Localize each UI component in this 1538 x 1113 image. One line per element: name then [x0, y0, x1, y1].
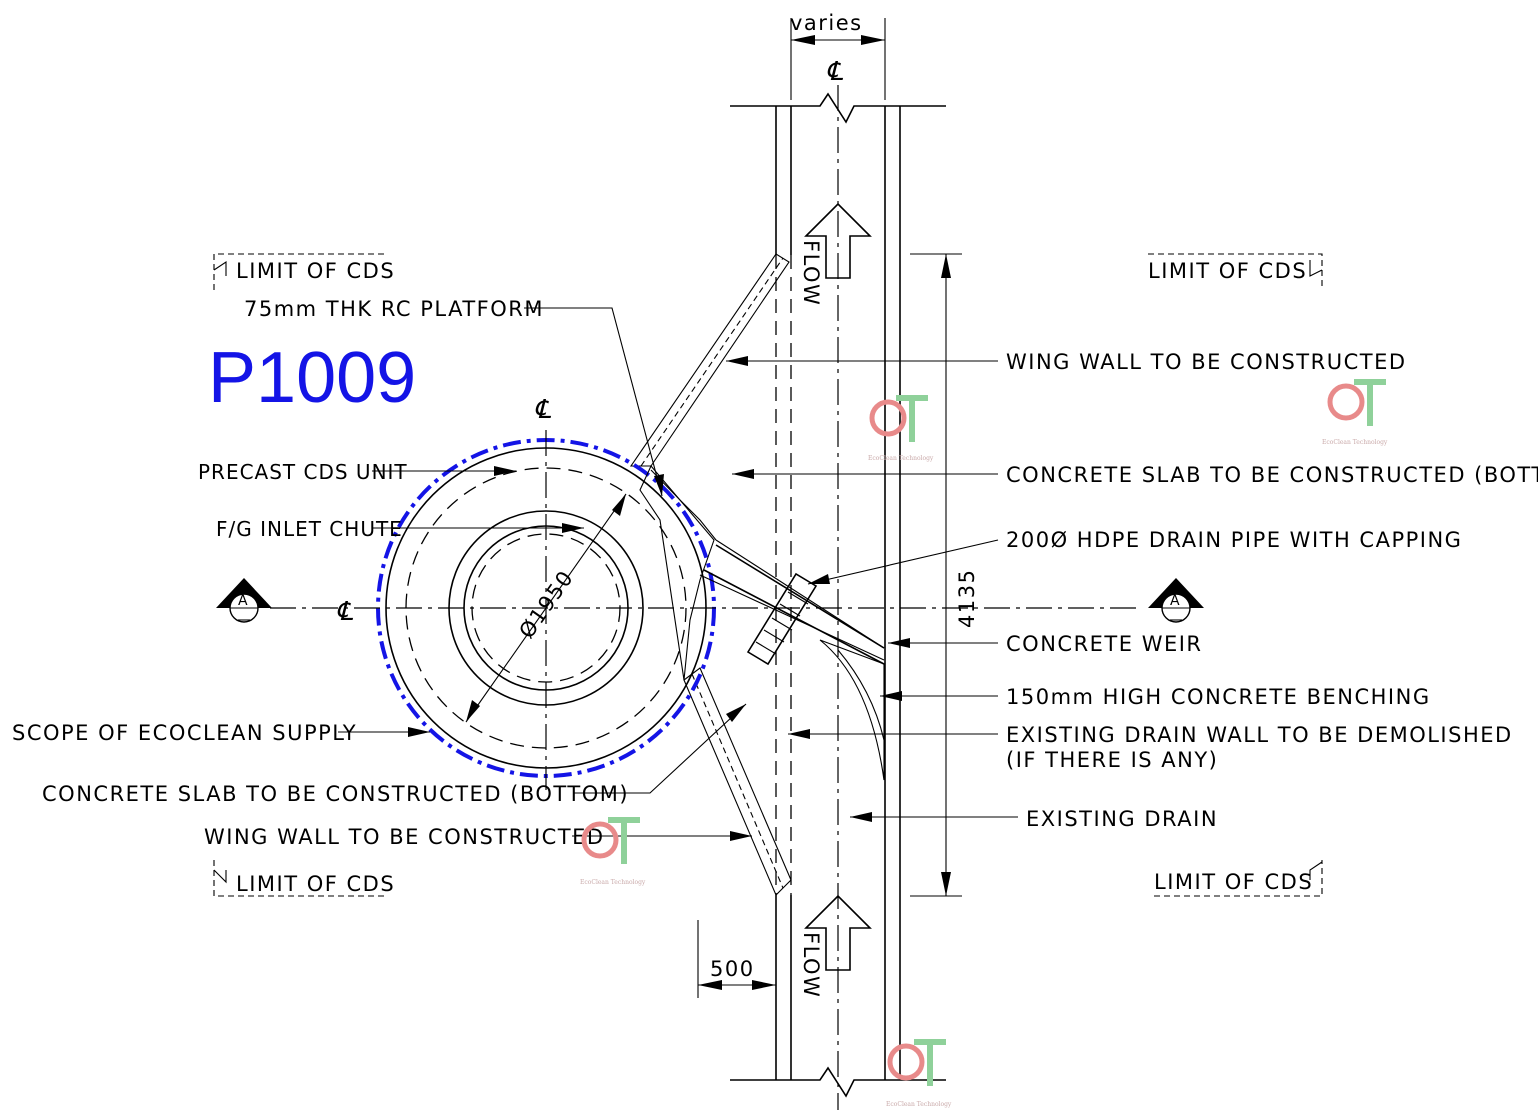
varies-dimension: varies — [790, 11, 886, 100]
varies-label: varies — [790, 11, 863, 35]
wing-wall-upper — [629, 253, 790, 467]
callout-scope: SCOPE OF ECOCLEAN SUPPLY — [12, 721, 430, 745]
callout-wing-wall-upper: WING WALL TO BE CONSTRUCTED — [726, 350, 1407, 374]
existing-drain-walls — [775, 85, 901, 1110]
watermark-logo-4: EcoClean Technology — [886, 1039, 952, 1108]
dimension-4135: 4135 — [910, 253, 979, 897]
watermark-logo-1: EcoClean Technology — [868, 395, 934, 462]
watermark-logo-2: EcoClean Technology — [1322, 379, 1388, 446]
flow-label-bottom: FLOW — [799, 932, 823, 998]
limit-cds-label-tl: LIMIT OF CDS — [236, 259, 395, 283]
section-mark-right: A — [1170, 593, 1180, 609]
section-marker-right: A — [1148, 578, 1204, 623]
slab-bottom-label-left: CONCRETE SLAB TO BE CONSTRUCTED (BOTTOM) — [42, 782, 629, 806]
flow-arrow-bottom: FLOW — [799, 894, 872, 998]
scope-label: SCOPE OF ECOCLEAN SUPPLY — [12, 721, 357, 745]
dimension-500: 500 — [697, 920, 776, 998]
callout-rc-platform: 75mm THK RC PLATFORM — [244, 297, 664, 497]
benching-label: 150mm HIGH CONCRETE BENCHING — [1006, 685, 1431, 709]
dimension-4135-label: 4135 — [955, 569, 979, 628]
weir-label: CONCRETE WEIR — [1006, 632, 1203, 656]
limit-cds-bottom-left: LIMIT OF CDS — [213, 860, 395, 897]
demolish-label-2: (IF THERE IS ANY) — [1006, 748, 1218, 772]
callout-wing-wall-lower: WING WALL TO BE CONSTRUCTED — [204, 825, 752, 849]
callout-precast-unit: PRECAST CDS UNIT — [198, 460, 516, 484]
watermark-logo-3: EcoClean Technology — [580, 817, 646, 886]
concrete-benching — [819, 639, 885, 781]
wing-wall-lower — [683, 667, 792, 896]
drain-pipe-label: 200Ø HDPE DRAIN PIPE WITH CAPPING — [1006, 528, 1462, 552]
section-marker-left: A — [216, 578, 272, 623]
limit-cds-label-tr: LIMIT OF CDS — [1148, 259, 1307, 283]
callout-weir: CONCRETE WEIR — [888, 632, 1203, 656]
break-lines — [730, 92, 946, 1098]
slab-bottom-label-right: CONCRETE SLAB TO BE CONSTRUCTED (BOTTOM) — [1006, 463, 1538, 487]
limit-cds-top-right: LIMIT OF CDS — [1148, 253, 1323, 290]
cds-centerline-symbol: ℄ — [534, 395, 552, 425]
wing-wall-label-lower: WING WALL TO BE CONSTRUCTED — [204, 825, 605, 849]
flow-arrow-top: FLOW — [799, 202, 872, 306]
limit-cds-label-bl: LIMIT OF CDS — [236, 872, 395, 896]
dimension-500-label: 500 — [710, 957, 755, 981]
watermark-caption-2: EcoClean Technology — [1322, 439, 1388, 446]
inlet-chute-label: F/G INLET CHUTE — [216, 517, 403, 541]
callout-benching: 150mm HIGH CONCRETE BENCHING — [880, 685, 1431, 709]
precast-unit-label: PRECAST CDS UNIT — [198, 460, 408, 484]
hdpe-drain-pipe — [746, 572, 818, 666]
watermark-caption-3: EcoClean Technology — [580, 879, 646, 886]
concrete-weir — [703, 544, 885, 665]
limit-cds-bottom-right: LIMIT OF CDS — [1154, 860, 1323, 897]
limit-cds-top-left: LIMIT OF CDS — [213, 253, 395, 290]
watermark-caption-4: EcoClean Technology — [886, 1101, 952, 1108]
section-centerline-symbol: ℄ — [336, 597, 354, 627]
callout-inlet-chute: F/G INLET CHUTE — [216, 517, 584, 541]
demolish-label-1: EXISTING DRAIN WALL TO BE DEMOLISHED — [1006, 723, 1513, 747]
callout-existing-drain: EXISTING DRAIN — [850, 807, 1218, 831]
watermark-caption-1: EcoClean Technology — [868, 455, 934, 462]
wing-wall-label-upper: WING WALL TO BE CONSTRUCTED — [1006, 350, 1407, 374]
flow-label-top: FLOW — [799, 240, 823, 306]
limit-cds-label-br: LIMIT OF CDS — [1154, 870, 1313, 894]
callout-demolish: EXISTING DRAIN WALL TO BE DEMOLISHED (IF… — [788, 723, 1513, 772]
callout-drain-pipe: 200Ø HDPE DRAIN PIPE WITH CAPPING — [807, 528, 1462, 585]
project-id: P1009 — [208, 338, 416, 418]
section-mark-left: A — [238, 593, 248, 609]
existing-drain-label: EXISTING DRAIN — [1026, 807, 1218, 831]
callout-slab-right: CONCRETE SLAB TO BE CONSTRUCTED (BOTTOM) — [732, 463, 1538, 487]
callout-slab-left: CONCRETE SLAB TO BE CONSTRUCTED (BOTTOM) — [42, 703, 747, 806]
rc-platform-label: 75mm THK RC PLATFORM — [244, 297, 544, 321]
drain-centerline-symbol: ℄ — [826, 57, 844, 87]
